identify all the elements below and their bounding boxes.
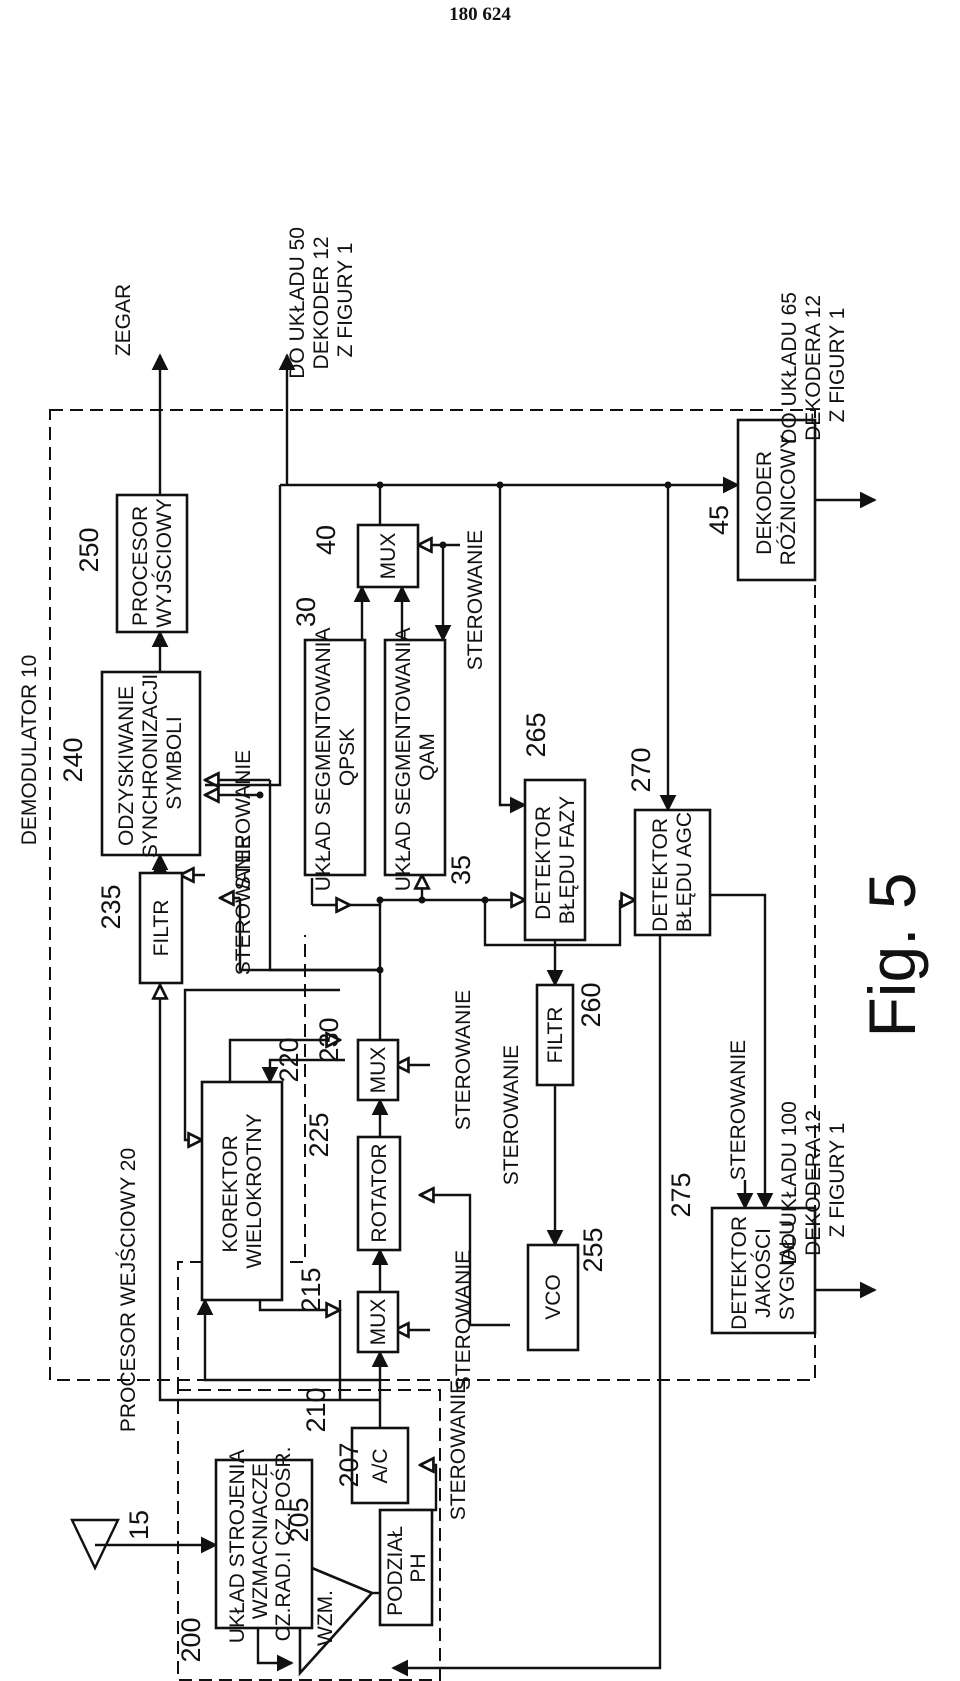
output-to-65-label: DO UKŁADU 65 DEKODERA 12 Z FIGURY 1 bbox=[778, 286, 849, 444]
symbol-sync-block bbox=[100, 670, 202, 857]
control-label-mux1: STEROWANIE bbox=[452, 1250, 475, 1390]
tuner-block bbox=[214, 1458, 314, 1630]
wiring bbox=[110, 353, 877, 1677]
qpsk-segmenter-block bbox=[303, 638, 367, 877]
blocks bbox=[100, 418, 817, 1630]
vco-num: 255 bbox=[578, 1227, 608, 1272]
quality-detector-block bbox=[710, 1206, 817, 1335]
filter2-num: 260 bbox=[576, 982, 606, 1027]
qam-segmenter-block bbox=[383, 638, 447, 877]
phase-detector-block bbox=[523, 778, 587, 942]
qam-num: 35 bbox=[446, 855, 476, 885]
antenna-icon bbox=[70, 1518, 120, 1571]
mux3-num: 40 bbox=[311, 525, 341, 555]
divider-block bbox=[378, 1508, 434, 1627]
output-processor-num: 250 bbox=[74, 527, 104, 572]
figure-label: Fig. 5 bbox=[855, 872, 929, 1037]
mux1-num: 215 bbox=[296, 1267, 326, 1312]
vco-block bbox=[526, 1243, 580, 1352]
mux2-label: MUX bbox=[367, 1047, 390, 1094]
rotator-block bbox=[356, 1135, 402, 1252]
mux3-label: MUX bbox=[377, 533, 400, 580]
phase-detector-num: 265 bbox=[521, 712, 551, 757]
agc-detector-label: DETEKTOR BŁĘDU AGC bbox=[649, 812, 696, 932]
mux2-block bbox=[356, 1038, 400, 1102]
control-label-mux2: STEROWANIE bbox=[452, 990, 475, 1130]
tuner-num: 200 bbox=[176, 1617, 206, 1662]
mux3-block bbox=[356, 523, 420, 589]
qam-label: UKŁAD SEGMENTOWANIA QAM bbox=[392, 623, 439, 891]
vco-label: VCO bbox=[542, 1274, 565, 1320]
divider-num: 207 bbox=[334, 1442, 364, 1487]
agc-detector-num: 270 bbox=[626, 747, 656, 792]
mux1-block bbox=[356, 1290, 400, 1354]
diff-decoder-num: 45 bbox=[704, 505, 734, 535]
control-labels: STEROWANIE STEROWANIE STEROWANIE STEROWA… bbox=[232, 530, 750, 1520]
equalizer-label: KOREKTOR WIELOKROTNY bbox=[219, 1113, 266, 1268]
reference-numbers: 15 200 205 207 210 215 220 225 230 235 2… bbox=[58, 505, 734, 1663]
amplifier-label: WZM. bbox=[314, 1590, 337, 1646]
rotator-label: ROTATOR bbox=[368, 1143, 391, 1242]
demodulator-label: DEMODULATOR 10 bbox=[18, 655, 41, 846]
antenna-num: 15 bbox=[124, 1510, 154, 1540]
amplifier-num: 205 bbox=[284, 1497, 314, 1542]
mux2-num: 230 bbox=[314, 1017, 344, 1062]
output-processor-label: PROCESOR WYJŚCIOWY bbox=[129, 498, 176, 628]
quality-detector-num: 275 bbox=[666, 1172, 696, 1217]
qpsk-num: 30 bbox=[291, 597, 321, 627]
agc-detector-block bbox=[633, 808, 712, 937]
filter2-label: FILTR bbox=[544, 1007, 567, 1064]
control-label-sync: STEROWANIE bbox=[232, 750, 255, 890]
equalizer-num: 220 bbox=[274, 1037, 304, 1082]
clock-output-label: ZEGAR bbox=[112, 284, 135, 356]
adc-block bbox=[350, 1426, 410, 1505]
qpsk-label: UKŁAD SEGMENTOWANIA QPSK bbox=[312, 623, 359, 891]
control-label-filter1: STEROWANIE bbox=[232, 835, 255, 975]
control-label-quality: STEROWANIE bbox=[727, 1040, 750, 1180]
filter1-label: FILTR bbox=[150, 900, 173, 957]
output-to-50-label: DO UKŁADU 50 DEKODER 12 Z FIGURY 1 bbox=[286, 221, 357, 379]
demodulator-outline bbox=[49, 409, 816, 1381]
mux1-label: MUX bbox=[367, 1299, 390, 1346]
block-labels: UKŁAD STROJENIA I WZMACNIACZE CZ.RAD.I C… bbox=[115, 435, 800, 1646]
phase-detector-label: DETEKTOR BŁĘDU FAZY bbox=[532, 796, 579, 924]
equalizer-block bbox=[200, 1080, 284, 1302]
page-number: 180 624 bbox=[449, 4, 511, 25]
input-processor-label: PROCESOR WEJŚCIOWY 20 bbox=[116, 1148, 140, 1432]
diff-decoder-block bbox=[736, 418, 817, 582]
adc-num: 210 bbox=[301, 1387, 331, 1432]
rotator-num: 225 bbox=[304, 1112, 334, 1157]
diff-decoder-label: DEKODER RÓŻNICOWY bbox=[753, 435, 800, 566]
symbol-sync-label: ODZYSKIWANIE SYNCHRONIZACJI SYMBOLI bbox=[115, 668, 186, 858]
tuner-label: UKŁAD STROJENIA I WZMACNIACZE CZ.RAD.I C… bbox=[226, 1445, 295, 1643]
symbol-sync-num: 240 bbox=[58, 737, 88, 782]
filter2-block bbox=[535, 983, 575, 1087]
control-label-rotator: STEROWANIE bbox=[500, 1045, 523, 1185]
divider-label: PODZIAŁ PH bbox=[384, 1520, 430, 1616]
output-to-100-label: DO UKŁADU 100 DEKODERA 12 Z FIGURY 1 bbox=[778, 1095, 849, 1264]
quality-detector-label: DETEKTOR JAKOŚCI SYGNAŁU bbox=[728, 1210, 799, 1330]
filter1-block bbox=[138, 871, 184, 985]
control-label-mux3: STEROWANIE bbox=[464, 530, 487, 670]
output-processor-block bbox=[115, 493, 189, 634]
filter1-num: 235 bbox=[96, 884, 126, 929]
control-label-adc: STEROWANIE bbox=[447, 1380, 470, 1520]
adc-label: A/C bbox=[369, 1448, 392, 1483]
